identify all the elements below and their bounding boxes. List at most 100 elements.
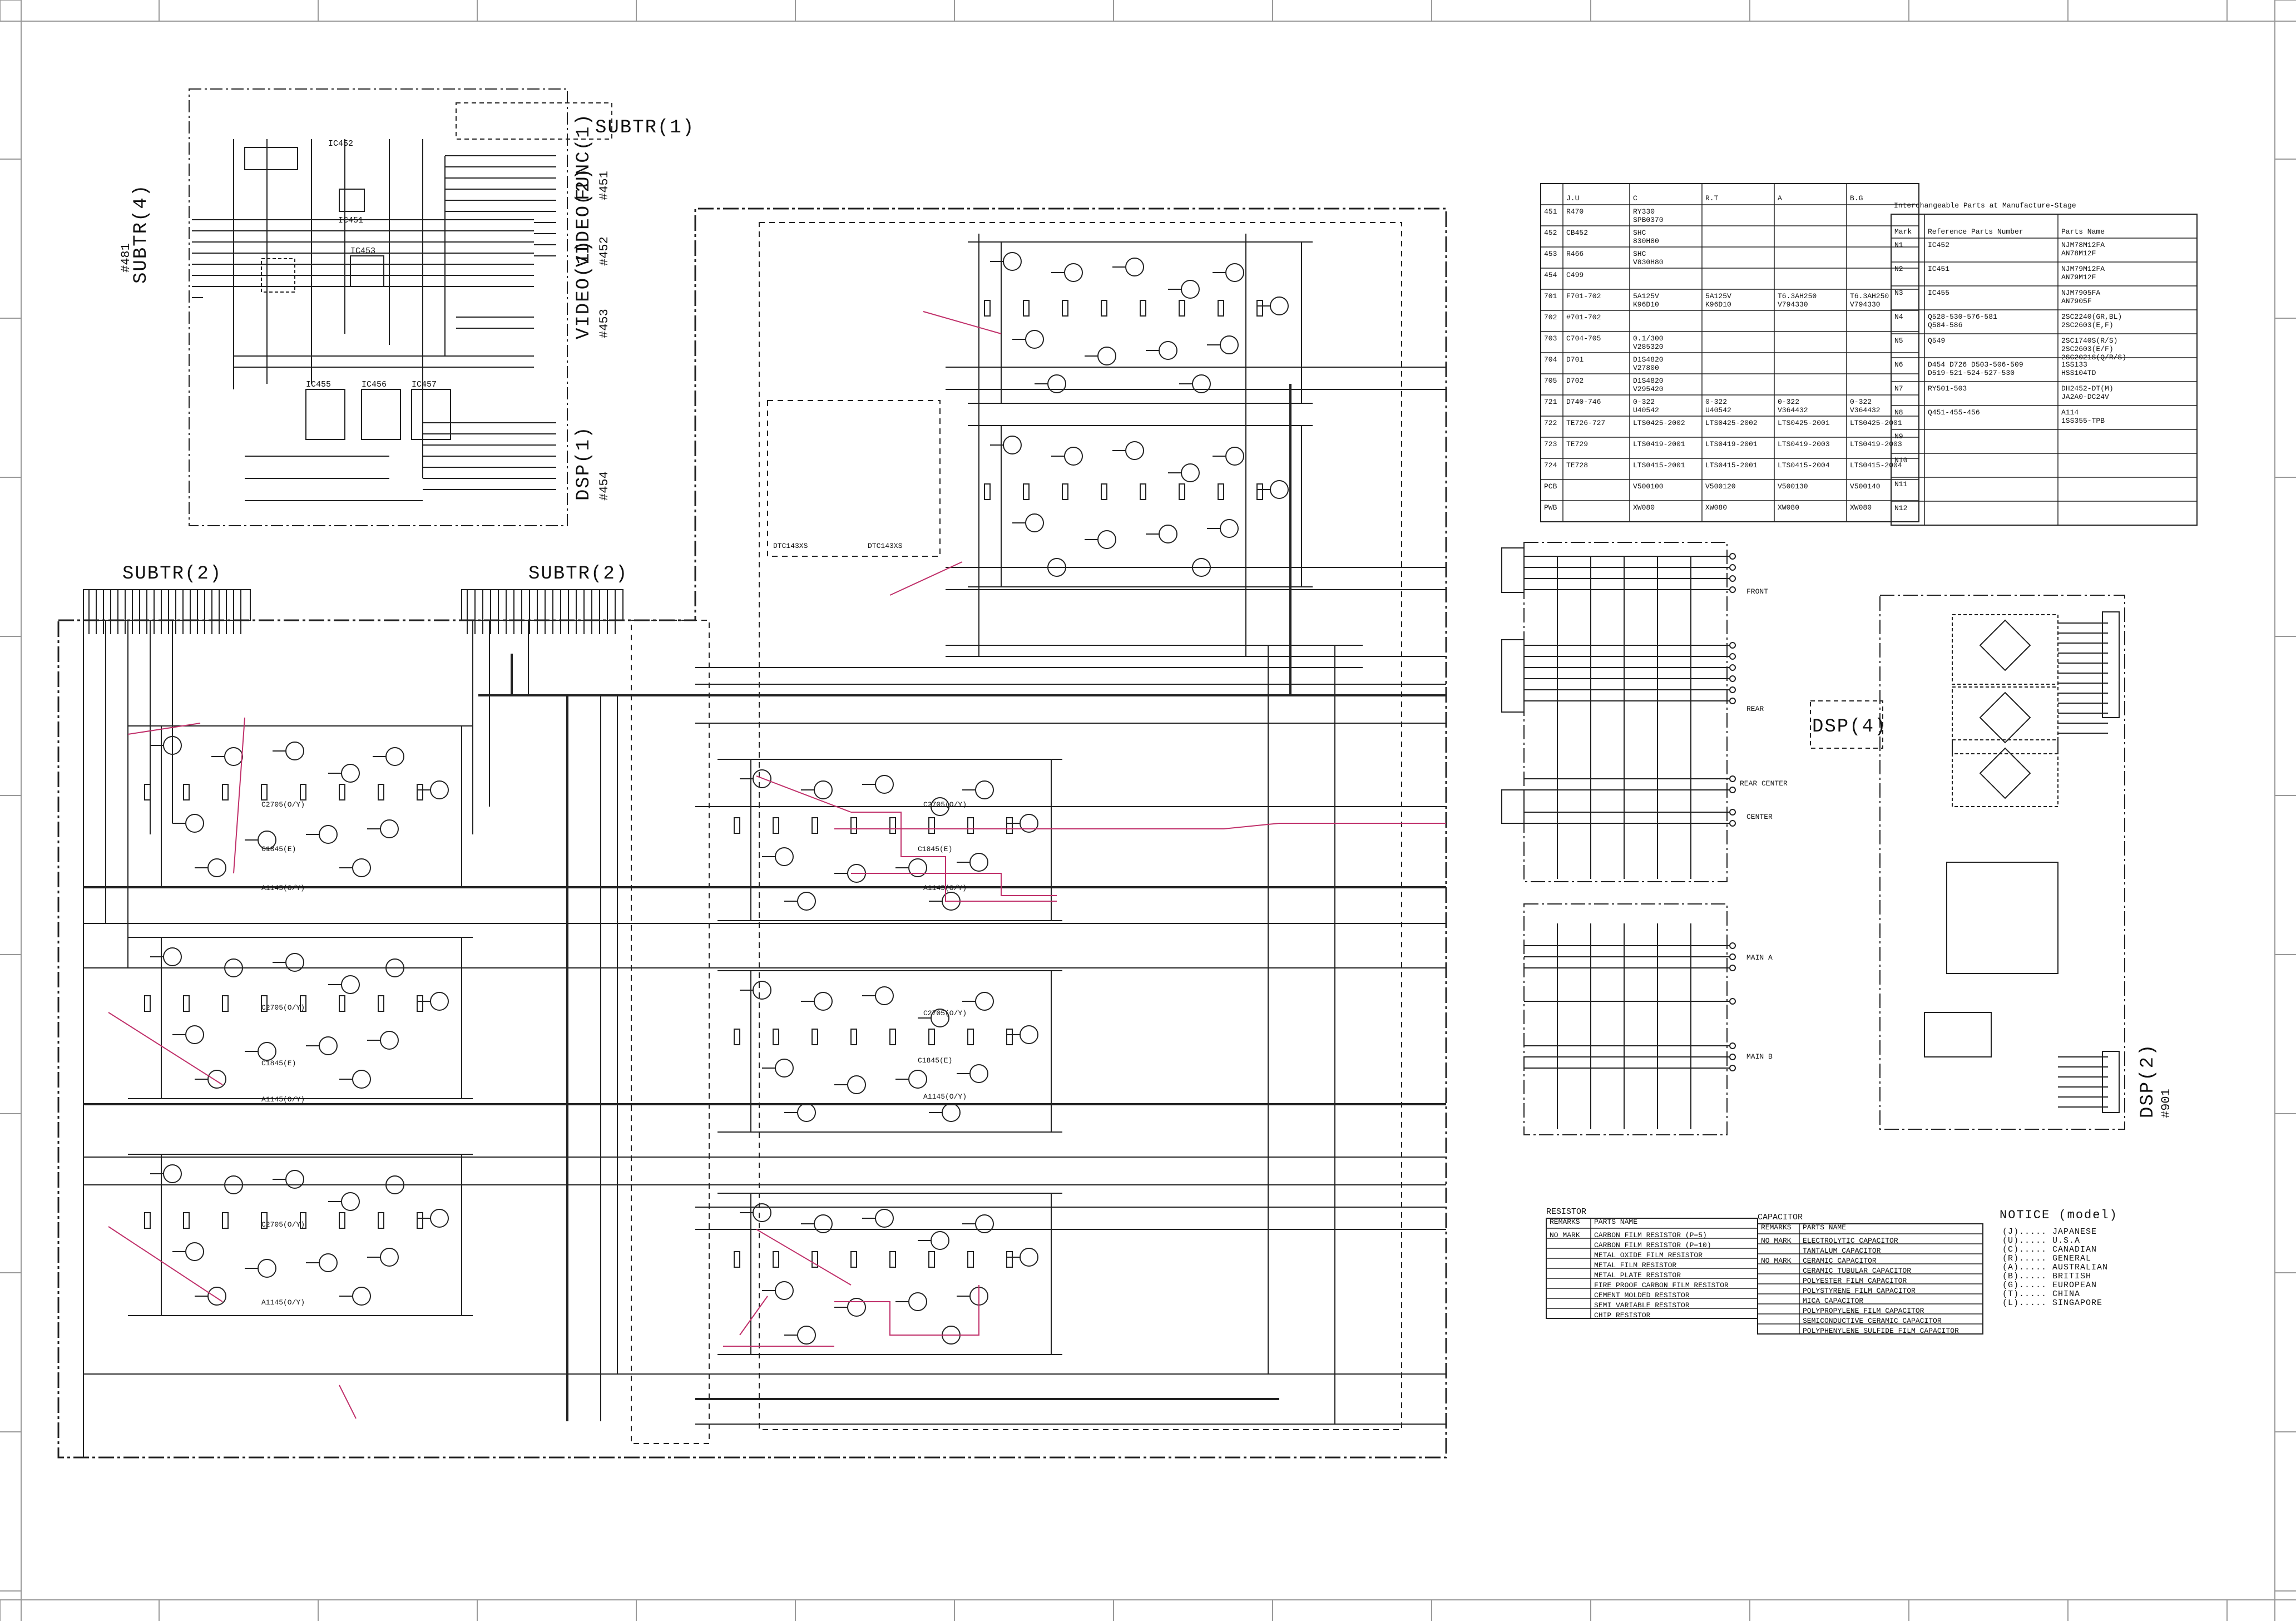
connector-452: #452 xyxy=(597,236,611,266)
main-amp-board xyxy=(57,207,1447,1459)
model-table-cell: LTS0415-2004 xyxy=(1850,461,1902,470)
model-table-cell: XW080 xyxy=(1705,503,1727,512)
notice-line: (L)..... SINGAPORE xyxy=(2002,1298,2102,1308)
interchangeable-cell: N10 xyxy=(1894,456,1907,464)
model-table-cell: V794330 xyxy=(1778,300,1808,309)
c1845-label-2: C1845(E) xyxy=(261,1059,296,1068)
model-table-cell: PWB xyxy=(1544,503,1557,512)
model-table-cell: #701-702 xyxy=(1566,313,1601,322)
capacitor-legend-cell: MICA CAPACITOR xyxy=(1803,1297,1863,1305)
output-board-upper xyxy=(1501,542,1736,1135)
model-table-cell: TE728 xyxy=(1566,461,1588,470)
resistor-legend-cell: METAL OXIDE FILM RESISTOR xyxy=(1594,1251,1703,1259)
model-table-cell: D740-746 xyxy=(1566,398,1601,406)
interchangeable-cell: AN79M12F xyxy=(2061,273,2096,281)
subtr2-right-label: SUBTR(2) xyxy=(528,564,628,585)
model-table-cell: 451 xyxy=(1544,207,1557,216)
interchangeable-cell: N1 xyxy=(1894,241,1903,249)
model-table-cell: R466 xyxy=(1566,250,1584,258)
resistor-legend-cell: SEMI VARIABLE RESISTOR xyxy=(1594,1301,1690,1309)
model-table-cell: LTS0419-2001 xyxy=(1705,440,1758,448)
model-table-cell: LTS0425-2001 xyxy=(1778,419,1830,427)
model-table-cell: LTS0425-2002 xyxy=(1633,419,1685,427)
model-table-cell: D701 xyxy=(1566,355,1584,364)
model-table-cell: 722 xyxy=(1544,419,1557,427)
notice-line: (B)..... BRITISH xyxy=(2002,1272,2091,1281)
a1145-label-3: A1145(O/Y) xyxy=(261,1298,305,1307)
model-table-cell: K96D10 xyxy=(1705,300,1731,309)
model-table-cell: 0.1/300 xyxy=(1633,334,1664,343)
interchangeable-cell: IC451 xyxy=(1928,265,1949,273)
interchangeable-cell: 2SC2240(GR,BL) xyxy=(2061,313,2122,321)
ic453-label: IC453 xyxy=(350,246,375,256)
interchangeable-cell: N11 xyxy=(1894,480,1908,488)
interchangeable-header: Mark xyxy=(1894,228,1912,236)
model-table-cell: V794330 xyxy=(1850,300,1881,309)
term-front: FRONT xyxy=(1746,587,1768,596)
c2705-label-4: C2705(O/Y) xyxy=(923,800,967,809)
subtr2-left-label: SUBTR(2) xyxy=(122,564,222,585)
interchangeable-cell: Q549 xyxy=(1928,337,1945,345)
interchangeable-cell: D519-521-524-527-530 xyxy=(1928,369,2015,377)
resistor-legend-header: PARTS NAME xyxy=(1594,1218,1637,1226)
video2-label: VIDEO(2) xyxy=(573,167,595,267)
model-table-cell: 723 xyxy=(1544,440,1557,448)
resistor-legend-cell: METAL FILM RESISTOR xyxy=(1594,1261,1676,1269)
capacitor-legend-cell: NO MARK xyxy=(1761,1257,1792,1265)
model-table-cell: LTS0419-2001 xyxy=(1633,440,1685,448)
power-board xyxy=(1810,595,2125,1130)
model-table-cell: 704 xyxy=(1544,355,1557,364)
model-table-cell: LTS0419-2003 xyxy=(1778,440,1830,448)
ic455-label: IC455 xyxy=(306,380,331,389)
model-table-cell: 0-322 xyxy=(1778,398,1799,406)
model-table-cell: XW080 xyxy=(1850,503,1872,512)
model-table-cell: 452 xyxy=(1544,229,1557,237)
interchangeable-cell: 1SS133 xyxy=(2061,360,2087,369)
c1845-label-3: C1845(E) xyxy=(918,845,952,853)
model-table-cell: D1S4820 xyxy=(1633,377,1664,385)
model-table-cell: V295420 xyxy=(1633,385,1664,393)
model-table-header: A xyxy=(1778,194,1782,202)
interchangeable-title: Interchangeable Parts at Manufacture-Sta… xyxy=(1894,201,2076,210)
notice-line: (U)..... U.S.A xyxy=(2002,1236,2080,1246)
model-table-header: R.T xyxy=(1705,194,1719,202)
model-table-cell: C499 xyxy=(1566,271,1584,279)
model-table-cell: K96D10 xyxy=(1633,300,1659,309)
interchangeable-cell: NJM7905FA xyxy=(2061,289,2100,297)
term-center: CENTER xyxy=(1746,813,1773,821)
model-table-header: J.U xyxy=(1566,194,1579,202)
resistor-legend-cell: CHIP RESISTOR xyxy=(1594,1311,1651,1319)
model-table-cell: 0-322 xyxy=(1633,398,1655,406)
model-table-cell: U40542 xyxy=(1633,406,1659,414)
dsp1-label: DSP(1) xyxy=(573,426,595,501)
model-table-cell: V500100 xyxy=(1633,482,1664,491)
notice-line: (G)..... EUROPEAN xyxy=(2002,1281,2097,1290)
model-table-cell: TE729 xyxy=(1566,440,1588,448)
capacitor-legend-header: PARTS NAME xyxy=(1803,1223,1846,1232)
c1845-label-1: C1845(E) xyxy=(261,845,296,853)
capacitor-legend-cell: POLYESTER FILM CAPACITOR xyxy=(1803,1277,1907,1285)
model-table-cell: 701 xyxy=(1544,292,1557,300)
model-table-cell: TE726-727 xyxy=(1566,419,1605,427)
resistor-legend-cell: NO MARK xyxy=(1550,1231,1580,1239)
interchangeable-cell: N8 xyxy=(1894,408,1903,417)
interchangeable-cell: IC455 xyxy=(1928,289,1949,297)
model-table-header: B.G xyxy=(1850,194,1863,202)
interchangeable-cell: Q451-455-456 xyxy=(1928,408,1980,417)
ic451-label: IC451 xyxy=(338,216,363,225)
model-table-cell: V27800 xyxy=(1633,364,1659,372)
interchangeable-cell: AN7905F xyxy=(2061,297,2092,305)
model-table-cell: V830H80 xyxy=(1633,258,1664,266)
interchangeable-cell: N9 xyxy=(1894,432,1903,441)
func1-label: FUNC(1) xyxy=(573,113,595,200)
term-main-b: MAIN B xyxy=(1746,1052,1773,1061)
interchangeable-cell: Q528-530-576-581 xyxy=(1928,313,1997,321)
notice-line: (R)..... GENERAL xyxy=(2002,1254,2091,1263)
term-rear: REAR xyxy=(1746,705,1764,713)
interchangeable-cell: DH2452-DT(M) xyxy=(2061,384,2114,393)
interchangeable-cell: 2SC2021S(Q/R/S) xyxy=(2061,353,2126,362)
